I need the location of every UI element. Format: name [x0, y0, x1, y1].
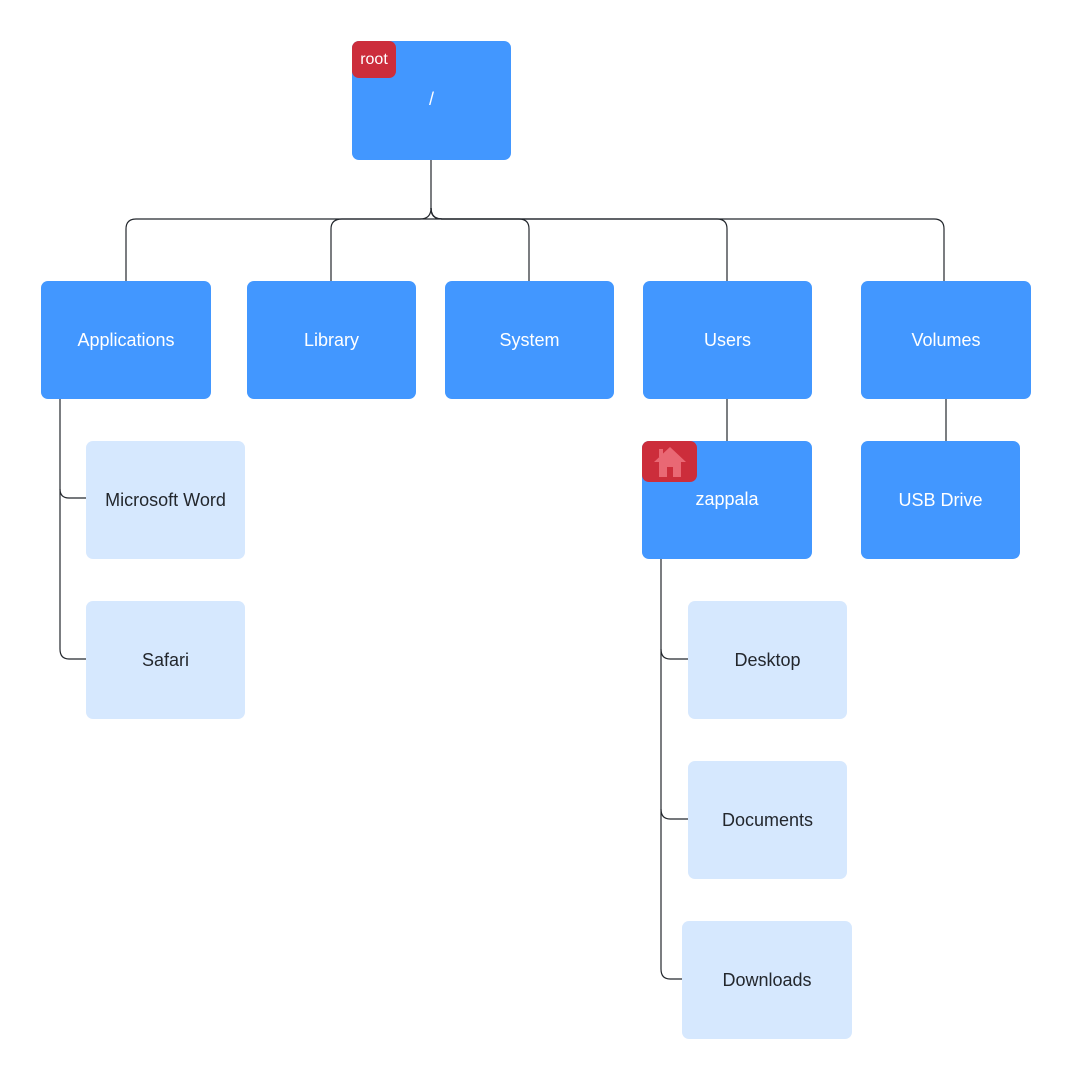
system-folder-label: System	[499, 329, 560, 350]
usb-drive-node[interactable]: USB Drive	[861, 441, 1020, 559]
desktop-node[interactable]: Desktop	[688, 601, 847, 719]
microsoft-word-label: Microsoft Word	[105, 489, 226, 510]
volumes-folder-label: Volumes	[911, 329, 981, 350]
root-folder-node[interactable]: root /	[352, 41, 511, 160]
applications-folder-node[interactable]: Applications	[41, 281, 211, 399]
root-badge: root	[352, 41, 396, 78]
connector-applications-word	[59, 399, 86, 499]
root-folder-label: /	[428, 89, 434, 109]
home-badge	[642, 441, 697, 482]
safari-label: Safari	[141, 649, 190, 670]
applications-folder-label: Applications	[77, 329, 175, 350]
library-folder-node[interactable]: Library	[247, 281, 416, 399]
users-folder-label: Users	[703, 329, 751, 350]
connector-root-trunk	[125, 160, 432, 281]
connector-zappala-desktop	[660, 559, 688, 660]
connector-applications-safari	[59, 489, 86, 660]
connector-root-volumes	[430, 207, 945, 281]
safari-node[interactable]: Safari	[86, 601, 245, 719]
users-folder-node[interactable]: Users	[643, 281, 812, 399]
downloads-label: Downloads	[722, 969, 812, 990]
house-icon	[653, 446, 686, 477]
documents-node[interactable]: Documents	[688, 761, 847, 879]
system-folder-node[interactable]: System	[445, 281, 614, 399]
library-folder-label: Library	[303, 329, 360, 350]
root-badge-label: root	[360, 50, 388, 68]
volumes-folder-node[interactable]: Volumes	[861, 281, 1031, 399]
downloads-node[interactable]: Downloads	[682, 921, 852, 1039]
connector-zappala-downloads	[660, 809, 682, 980]
zappala-folder-label: zappala	[695, 489, 759, 509]
connector-zappala-documents	[660, 649, 688, 820]
desktop-label: Desktop	[734, 649, 801, 670]
usb-drive-label: USB Drive	[898, 489, 983, 510]
zappala-folder-node[interactable]: zappala	[642, 441, 812, 559]
microsoft-word-node[interactable]: Microsoft Word	[86, 441, 245, 559]
connector-root-library	[330, 207, 443, 281]
documents-label: Documents	[721, 809, 814, 830]
